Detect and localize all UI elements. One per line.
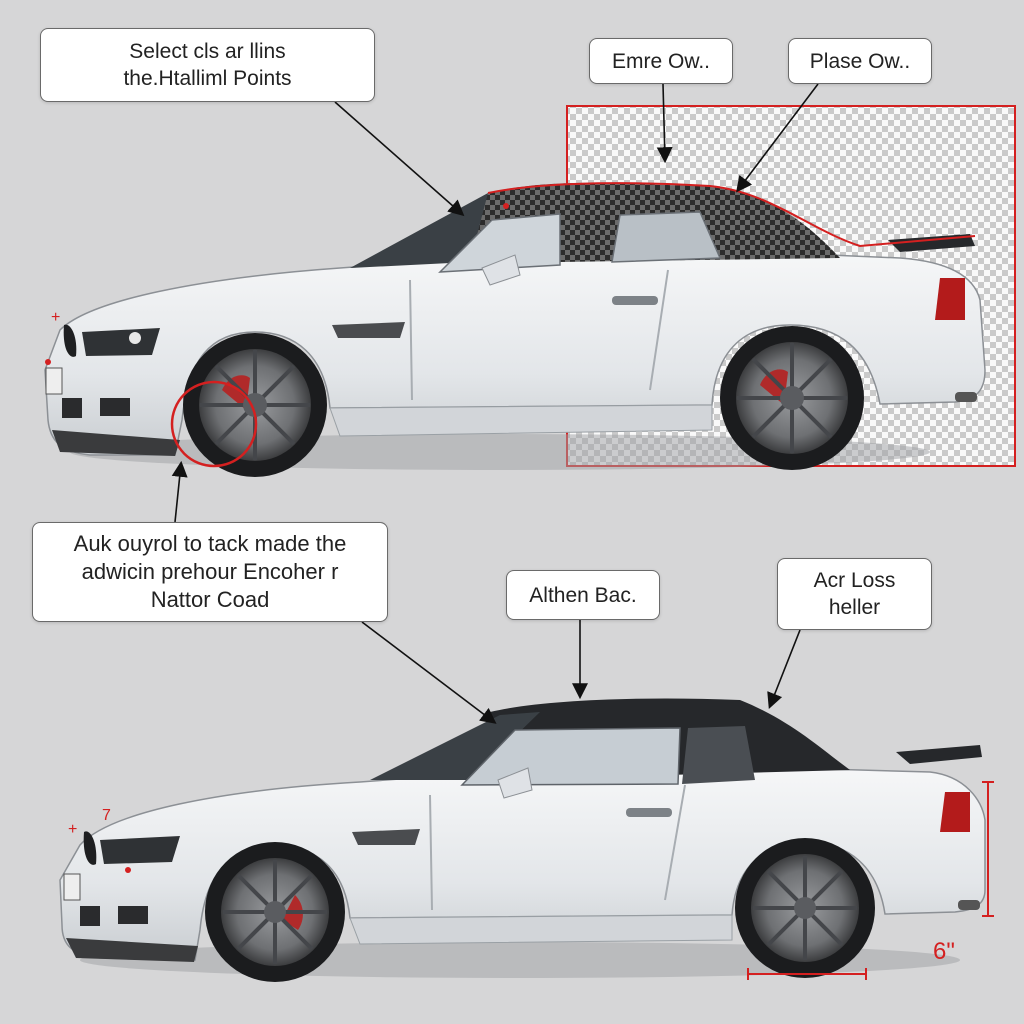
marker-dot [125,867,131,873]
callout-mid-left: Auk ouyrol to tack made the adwicin preh… [32,522,388,622]
car-top: + [44,105,1016,477]
arrow-icon [767,629,801,709]
callout-text: Nattor Coad [150,587,270,612]
callout-text: Althen Bac. [529,583,637,607]
callout-text: Select cls ar llins [129,40,286,63]
arrow-icon [736,83,819,193]
car-top-front-wheel [183,333,327,477]
marker-dot [503,203,509,209]
callout-text: Plase Ow.. [809,49,911,73]
car-bottom-rear-wheel [735,838,875,978]
arrow-icon [361,621,497,724]
marker-plus-icon: + [51,309,60,326]
car-bottom-windshield [370,712,540,780]
callout-text: heller [828,596,881,619]
marker-seven-icon: 7 [102,807,111,824]
car-bottom: 7 + [59,698,994,982]
callout-text: the.Htalliml Points [123,67,292,90]
callout-mid-right: Acr Loss heller [777,558,932,630]
selection-circle-icon[interactable] [170,380,258,468]
callout-mid-center: Althen Bac. [506,570,660,620]
callout-top-left: Select cls ar llins the.Htalliml Points [40,28,375,102]
car-top-rear-wheel [720,326,864,470]
arrow-icon [171,460,188,523]
arrow-icon [656,83,673,164]
arrow-icon [334,101,465,217]
callout-text: adwicin prehour Encoher r [81,559,339,584]
arrows [171,83,819,724]
callout-text: Acr Loss [813,569,896,592]
marker-plus-icon: + [68,821,77,838]
marker-dot [45,359,51,365]
measurement-label: 6" [933,938,955,965]
car-bottom-front-wheel [205,842,345,982]
callout-text: Auk ouyrol to tack made the [73,531,347,556]
callout-text: Emre Ow.. [611,49,711,73]
callout-top-right: Plase Ow.. [788,38,932,84]
car-top-roof-outline [487,182,976,248]
callout-top-mid: Emre Ow.. [589,38,733,84]
measure-line-icon [747,781,994,980]
